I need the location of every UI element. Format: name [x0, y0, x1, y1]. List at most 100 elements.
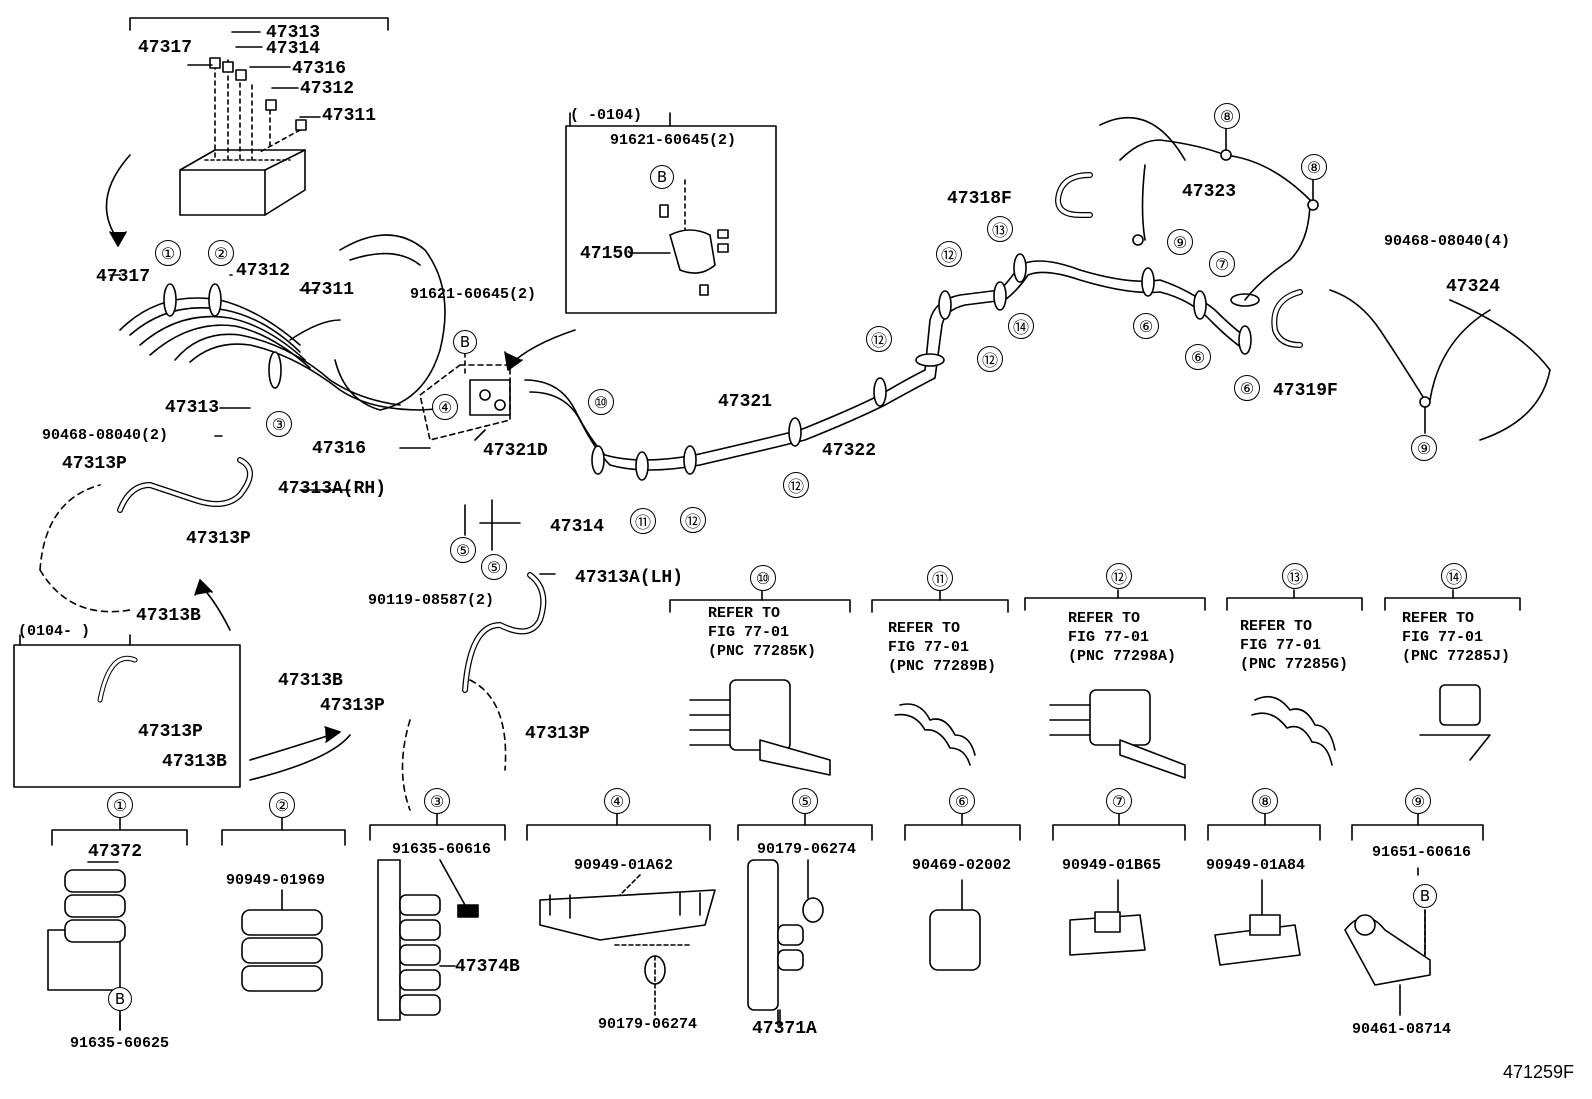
callout-6-upper-b: ⑥	[1185, 344, 1211, 370]
label-90179-06274-bottom: 90179-06274	[598, 1016, 698, 1033]
callout-5-upper-a: ⑤	[450, 537, 476, 563]
label-47313b-1: 47313B	[136, 606, 201, 626]
label-47312-mid: 47312	[236, 261, 291, 281]
label-47313p-2: 47313P	[186, 529, 251, 549]
callout-8-section: ⑧	[1252, 788, 1278, 814]
callout-5-section: ⑤	[792, 788, 818, 814]
label-90949-01a62: 90949-01A62	[574, 857, 674, 874]
callout-11-section: ⑪	[927, 565, 953, 591]
ref-13-line2: FIG 77-01	[1240, 636, 1322, 654]
clamp-13	[1251, 695, 1336, 766]
bracket-9	[1351, 824, 1484, 841]
ref-13-line1: REFER TO	[1240, 618, 1313, 635]
ref-10-line2: FIG 77-01	[708, 623, 790, 641]
callout-4-section: ④	[604, 788, 630, 814]
label-90949-01a84: 90949-01A84	[1206, 857, 1306, 874]
label-47317-top: 47317	[138, 38, 193, 58]
label-47313-top: 47313	[266, 23, 321, 43]
tube-grommets	[591, 253, 1260, 481]
callout-9-upper-a: ⑨	[1167, 229, 1193, 255]
ref-block-14: REFER TO FIG 77-01 (PNC 77285J)	[1402, 610, 1510, 666]
part-90949-01a62	[539, 889, 716, 985]
label-91651-60616: 91651-60616	[1372, 844, 1472, 861]
label-47324: 47324	[1446, 277, 1501, 297]
callout-12-upper-c: ⑫	[866, 326, 892, 352]
part-90469-02002	[929, 909, 981, 971]
label-clamp-90468-left: 90468-08040(2)	[42, 427, 169, 444]
label-47322: 47322	[822, 441, 877, 461]
label-47316-top: 47316	[292, 59, 347, 79]
label-inset-47313b: 47313B	[162, 752, 227, 772]
ref-10-line3: (PNC 77285K)	[708, 642, 817, 660]
callout-5-upper-b: ⑤	[481, 554, 507, 580]
ref-12-line1: REFER TO	[1068, 610, 1141, 627]
label-90949-01969: 90949-01969	[226, 872, 326, 889]
label-47313a-rh: 47313A(RH)	[278, 479, 387, 499]
label-47319f: 47319F	[1273, 381, 1338, 401]
bracket-4	[526, 824, 711, 841]
part-90949-01b65	[1069, 911, 1146, 956]
label-47312-top: 47312	[300, 79, 355, 99]
ref-block-13: REFER TO FIG 77-01 (PNC 77285G)	[1240, 618, 1348, 674]
label-47313p-3: 47313P	[320, 696, 385, 716]
callout-10-upper: ⑩	[588, 389, 614, 415]
label-47374b: 47374B	[455, 957, 520, 977]
callout-11-upper: ⑪	[630, 508, 656, 534]
callout-4-upper: ④	[432, 394, 458, 420]
brake-drum-curve	[1449, 299, 1551, 441]
bracket-11	[871, 599, 1009, 613]
clamp-12	[1049, 689, 1186, 779]
callout-3-upper: ③	[266, 411, 292, 437]
bracket-14	[1384, 597, 1521, 611]
label-47372: 47372	[88, 842, 143, 862]
bracket-5	[737, 824, 873, 841]
brake-booster	[334, 234, 446, 411]
label-47314-top: 47314	[266, 39, 321, 59]
callout-b-mid: B	[453, 330, 477, 354]
label-47314-mid: 47314	[550, 517, 605, 537]
part-47371a	[747, 859, 824, 1011]
callout-6-upper-a: ⑥	[1133, 313, 1159, 339]
label-47313-mid: 47313	[165, 398, 220, 418]
clamp-11	[894, 703, 976, 766]
ref-block-12: REFER TO FIG 77-01 (PNC 77298A)	[1068, 610, 1176, 666]
callout-9-upper-b: ⑨	[1411, 435, 1437, 461]
bracket-2	[221, 829, 346, 846]
tube-bundle	[119, 297, 421, 411]
label-47311-mid: 47311	[300, 280, 355, 300]
bracket-13	[1226, 597, 1363, 611]
actuator-block	[179, 149, 306, 216]
callout-12-section: ⑫	[1106, 563, 1132, 589]
callout-1-section: ①	[107, 792, 133, 818]
part-90949-01969	[241, 909, 323, 992]
inset-47150-body	[659, 179, 729, 296]
label-91635-60625: 91635-60625	[70, 1035, 170, 1052]
ref-10-line1: REFER TO	[708, 605, 781, 622]
clamp-14	[1419, 684, 1491, 761]
callout-6-section: ⑥	[949, 788, 975, 814]
tube-47321-47322	[524, 260, 1251, 471]
callout-b-inset: B	[650, 165, 674, 189]
ref-12-line3: (PNC 77298A)	[1068, 647, 1177, 665]
label-inset-91621: 91621-60645(2)	[610, 132, 737, 149]
bracket-3	[369, 824, 506, 841]
label-91635-60616: 91635-60616	[392, 841, 492, 858]
label-bolt-90119: 90119-08587(2)	[368, 592, 495, 609]
label-47313p-4: 47313P	[525, 724, 590, 744]
ref-12-line2: FIG 77-01	[1068, 628, 1150, 646]
clamp-10	[689, 679, 831, 776]
label-47316-mid: 47316	[312, 439, 367, 459]
ref-13-line3: (PNC 77285G)	[1240, 655, 1349, 673]
callout-b-section-9: B	[1413, 884, 1437, 908]
callout-2-section: ②	[269, 792, 295, 818]
callout-12-upper-b: ⑫	[783, 472, 809, 498]
callout-7-section: ⑦	[1106, 788, 1132, 814]
callout-14-upper: ⑭	[1008, 313, 1034, 339]
ref-14-line3: (PNC 77285J)	[1402, 647, 1511, 665]
ref-14-line1: REFER TO	[1402, 610, 1475, 627]
valve-47321d	[469, 379, 511, 416]
bracket-7	[1052, 824, 1186, 841]
ref-11-line3: (PNC 77289B)	[888, 657, 997, 675]
